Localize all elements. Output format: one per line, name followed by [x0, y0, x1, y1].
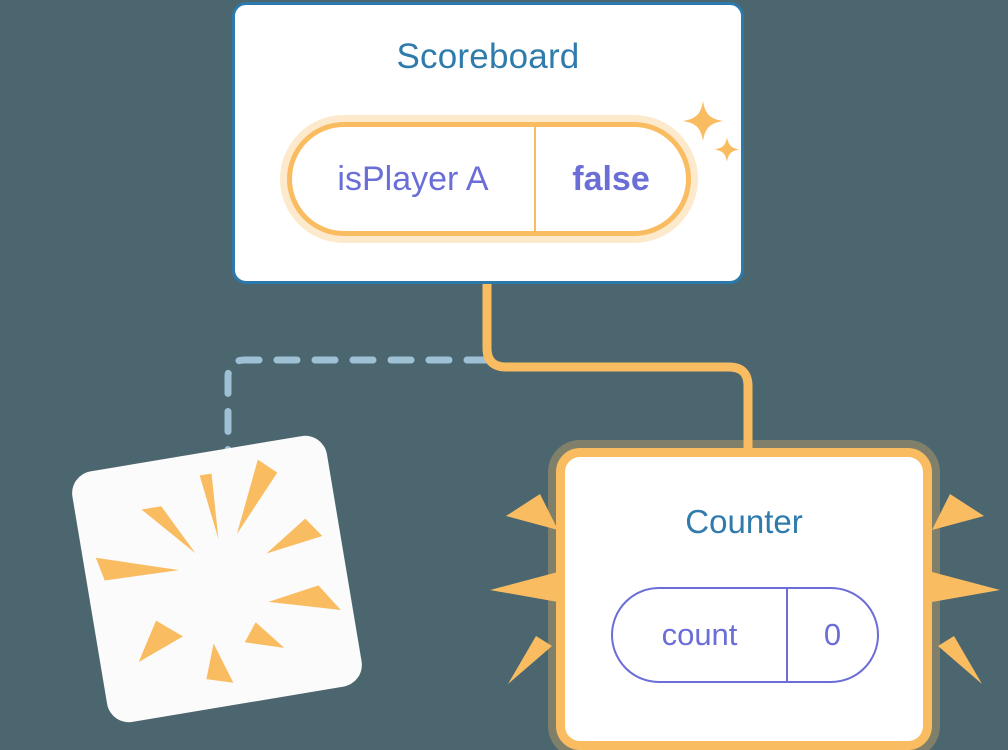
scoreboard-title: Scoreboard [396, 37, 580, 76]
counter-title: Counter [685, 503, 803, 540]
burst-ray [508, 636, 552, 684]
burst-ray [490, 572, 558, 602]
counter-burst-rays-right [932, 494, 1000, 684]
counter-burst-rays-left [490, 494, 558, 684]
blank-card[interactable] [68, 432, 366, 726]
scoreboard-pill-value: false [572, 159, 650, 198]
burst-ray [938, 636, 982, 684]
counter-state-pill[interactable]: count 0 [611, 587, 879, 683]
burst-ray [932, 572, 1000, 602]
burst-ray [932, 494, 984, 530]
scoreboard-pill-key: isPlayer A [292, 127, 536, 231]
burst-ray [506, 494, 558, 530]
connector-scoreboard-to-counter [482, 284, 753, 456]
scoreboard-state-pill[interactable]: isPlayer A false [287, 122, 691, 236]
counter-pill-value: 0 [823, 617, 842, 652]
counter-pill-key: count [613, 589, 788, 681]
